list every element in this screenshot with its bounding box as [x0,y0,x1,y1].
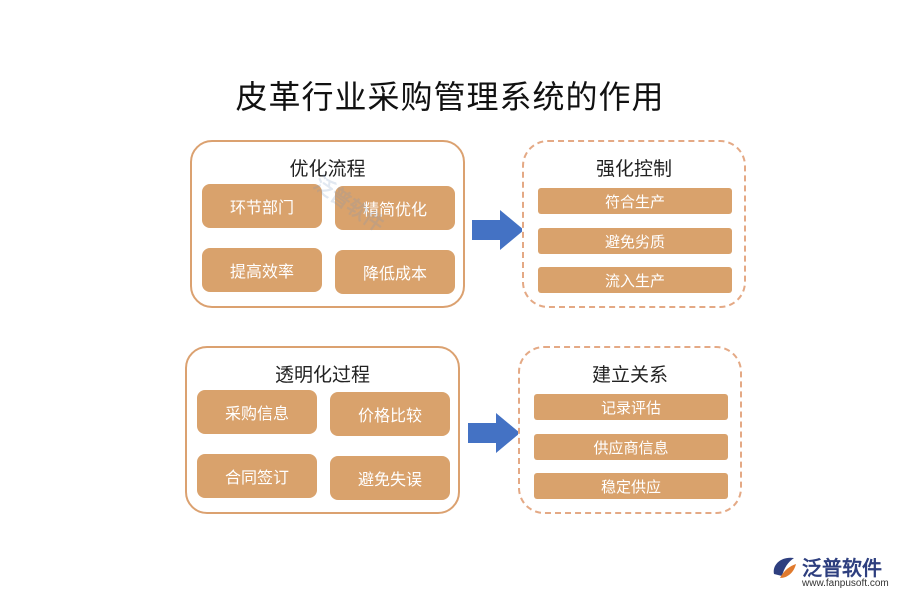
item-bar: 符合生产 [538,188,732,214]
brand-logo: 泛普软件 [770,552,882,581]
item-cell: 合同签订 [197,454,317,498]
group-build-relationship: 建立关系 记录评估 供应商信息 稳定供应 [518,346,742,514]
group-title: 优化流程 [289,158,366,180]
item-cell: 精简优化 [335,186,455,230]
item-cell: 降低成本 [335,250,455,294]
item-cell: 提高效率 [202,248,322,292]
item-bar: 供应商信息 [534,434,728,460]
item-bar: 记录评估 [534,394,728,420]
item-cell: 避免失误 [330,456,450,500]
logo-name: 泛普软件 [802,556,882,580]
group-optimize-process: 优化流程 环节部门 精简优化 提高效率 降低成本 [190,140,465,308]
item-bar: 避免劣质 [538,228,732,254]
item-bar: 稳定供应 [534,473,728,499]
item-cell: 采购信息 [197,390,317,434]
right-arrow-icon [472,210,524,250]
group-title: 建立关系 [591,364,668,386]
item-cell: 价格比较 [330,392,450,436]
group-transparent-process: 透明化过程 采购信息 价格比较 合同签订 避免失误 [185,346,460,514]
group-strengthen-control: 强化控制 符合生产 避免劣质 流入生产 [522,140,746,308]
item-bar: 流入生产 [538,267,732,293]
group-title: 强化控制 [595,158,672,180]
logo-icon [773,557,796,578]
right-arrow-icon [468,413,520,453]
item-cell: 环节部门 [202,184,322,228]
group-title: 透明化过程 [274,364,370,386]
logo-url: www.fanpusoft.com [802,578,889,589]
page-title: 皮革行业采购管理系统的作用 [235,78,665,116]
